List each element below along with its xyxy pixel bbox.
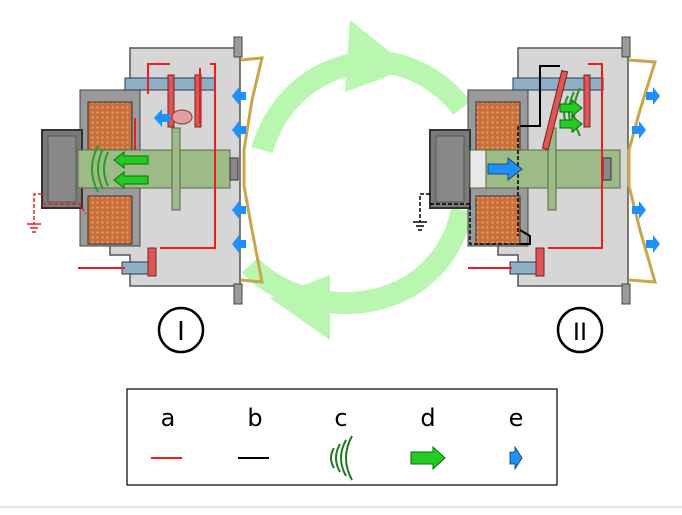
state-2-badge [556,306,604,354]
membrane [627,58,658,284]
state-1-label: I [177,317,185,347]
right-flange-top [233,36,243,58]
legend-blue-arrow [509,445,523,471]
air-flow-arrows [632,87,660,253]
plunger-disc [171,127,181,211]
cycle-arrow-bottom-head [270,275,330,340]
legend-key-b: b [247,404,262,432]
screw-terminal [509,261,537,275]
coil-top [87,101,133,151]
legend-key-a: a [161,404,176,432]
right-flange-bottom [233,283,243,305]
legend-key-e: e [509,404,524,432]
screw-post [535,247,545,277]
sound-waves-icon [91,145,109,193]
plunger-tip [229,157,239,181]
cycle-arrows [241,20,473,340]
contact-arm [167,74,175,128]
state-2-diagram: II [413,36,660,354]
state-2-label: II [573,318,587,346]
state-1-badge [157,306,205,354]
coil-bottom [475,195,521,245]
state-1-diagram: I [27,36,264,354]
contact-arm-2 [583,74,591,128]
contact-arm [541,69,569,151]
ground-wire [33,193,87,224]
contact-point [171,109,193,125]
right-flange-top [621,36,631,58]
cycle-arrow-bottom [241,207,473,315]
ground-wire [419,126,520,245]
coil-top [475,101,521,151]
ground-symbol [413,221,427,231]
screw-post [147,247,157,277]
active-circuit-wires [468,63,603,269]
active-circuit-wires [78,63,216,269]
legend-key-c: c [334,404,347,432]
cycle-arrow-top-head [345,20,410,92]
coil-bottom [87,195,133,245]
plunger-tip [602,157,612,181]
legend-sound-waves-icon [330,435,353,481]
magnetic-force-arrows [559,98,583,134]
back-plate-inner [47,135,77,203]
plunger-gap [469,149,487,189]
right-flange-bottom [621,283,631,305]
ground-symbol [27,223,41,233]
legend-green-arrow [410,445,446,471]
inactive-circuit-wires [519,65,560,245]
screw-terminal [121,261,149,275]
back-plate-inner [435,135,465,203]
magnetic-force-arrows [113,150,149,190]
membrane [240,56,264,284]
legend: a b c d e [126,388,558,486]
legend-key-d: d [420,404,435,432]
air-flow-arrows [154,87,246,253]
plunger-motion-arrow [487,157,523,181]
